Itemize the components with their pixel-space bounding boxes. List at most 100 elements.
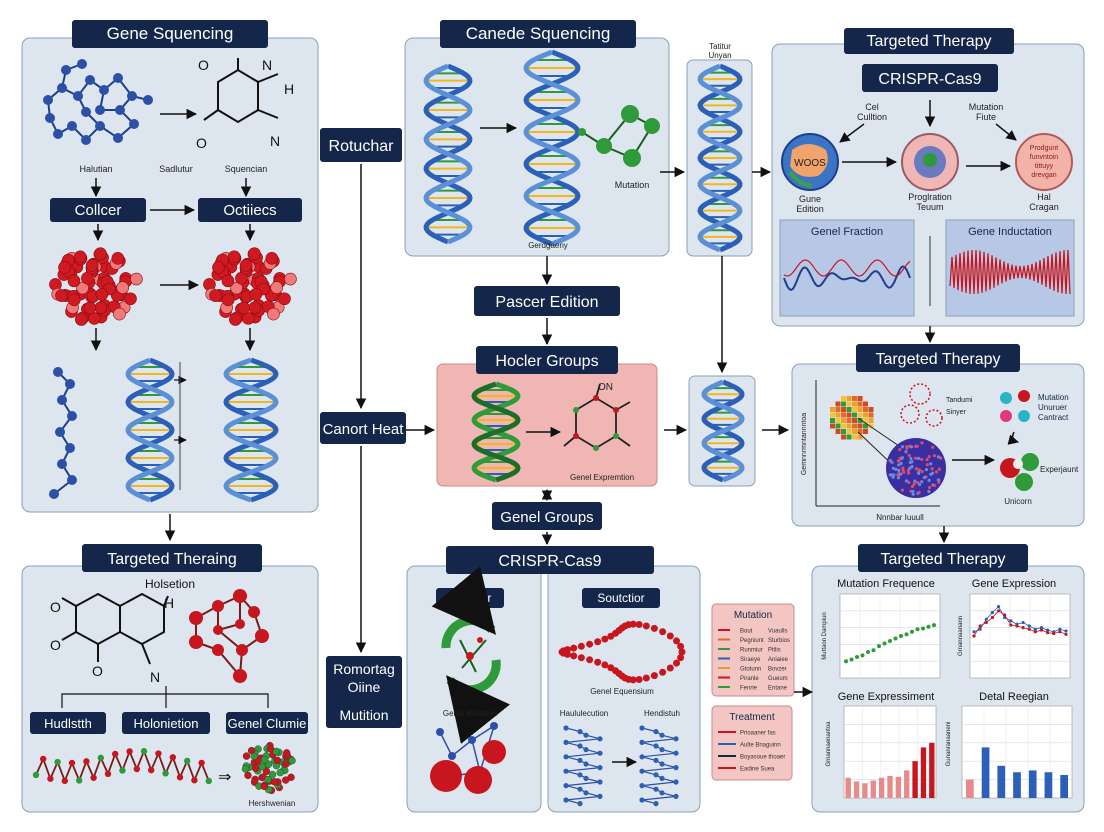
cluster-dot [930, 467, 934, 471]
experiment-molecule [1000, 453, 1039, 491]
cluster-dot [900, 488, 904, 492]
mosaic-cell [830, 423, 835, 429]
mutation-row-label: Gtotunn [740, 667, 761, 673]
chain-bead [577, 654, 585, 662]
cluster-dot [914, 467, 919, 471]
legend-unuruer: Unuruer [1038, 403, 1067, 412]
gene-sequencing-title-box [72, 20, 268, 48]
red-protein-chain [558, 620, 686, 684]
red-protein-left [49, 247, 143, 326]
chain-atom [673, 765, 679, 771]
chain-atom [597, 779, 603, 785]
cluster-dot [927, 485, 932, 490]
series-line [973, 605, 1067, 633]
on-label: ON [598, 382, 613, 393]
chain-bead [650, 672, 658, 680]
protein-bead [111, 252, 125, 265]
atom-n-2: N [270, 133, 280, 149]
protein-bead [94, 247, 107, 260]
cluster-dot [911, 492, 915, 496]
mosaic-cell [863, 407, 868, 412]
remote-line-2: Oiine [348, 679, 381, 695]
chain-atom [563, 797, 569, 803]
dna-strand [223, 357, 279, 503]
protein-bead [116, 281, 129, 294]
cluster-dot [927, 454, 931, 459]
scatter-point [904, 632, 909, 637]
cluster-dot [920, 457, 924, 462]
mosaic-cell [841, 429, 846, 434]
scatter-point [877, 644, 881, 649]
mosaic-cell [863, 412, 868, 418]
mutation-row-value: Aniaiee [768, 657, 789, 663]
cluster-dot [913, 456, 918, 460]
treatment-row-label: Eadine Suea [740, 767, 775, 773]
holonietion-label: Holonietion [133, 716, 198, 731]
chain-atom [639, 754, 645, 760]
protein-bead [58, 261, 71, 274]
scatter-point [882, 641, 887, 646]
chain-bead [607, 664, 615, 672]
mosaic-cell [863, 423, 868, 429]
mosaic-cell [846, 418, 852, 423]
atom-n-1: N [262, 57, 272, 73]
legend-mutation: Mutation [1038, 393, 1069, 402]
mosaic-cell [835, 407, 841, 412]
chain-bead [635, 675, 643, 683]
gene-expression-chart [969, 593, 1071, 679]
gerdgaeny-label: Gerdgaeny [528, 241, 568, 250]
mutation-row-label: Siraeye [740, 657, 761, 663]
chain-atom [583, 732, 589, 738]
scatter-point [921, 626, 925, 631]
cluster-dot [907, 453, 911, 457]
mosaic-cell [868, 418, 874, 423]
pascer-label: Pascer Edition [495, 294, 598, 311]
protein-bead [55, 289, 68, 302]
culltion-label: Culltion [857, 112, 887, 122]
canort-heat-label: Canort Heat [323, 421, 405, 438]
edition-label: Edition [796, 204, 824, 214]
targeted-left-title: Targeted Theraing [107, 551, 237, 568]
gene-fraction-label: Genel Fraction [811, 226, 883, 238]
chain-bond [565, 727, 601, 805]
chain-atom [653, 772, 659, 778]
chain-atom [140, 748, 148, 755]
scatter-point [915, 627, 920, 632]
chart2-title: Gene Expression [972, 578, 1056, 590]
chain-atom [653, 801, 659, 807]
mosaic-cell [841, 412, 846, 418]
chain-atom [563, 725, 569, 731]
crispr-bottom-title: CRISPR-Cas9 [498, 553, 601, 570]
chain-atom [577, 757, 583, 764]
experiment-label: Experjaunt [1040, 465, 1079, 474]
mosaic-cell [857, 407, 863, 412]
chain-atom [653, 757, 659, 764]
soutctior-label: Soutctior [597, 591, 644, 605]
chain-atom [563, 739, 569, 746]
protein-bead [221, 293, 235, 307]
treatment-box-title: Treatment [729, 712, 774, 723]
tandumi-label: Tandumi [946, 397, 973, 404]
chain-bead [635, 621, 643, 629]
sadlutur-label: Sadlutur [159, 164, 193, 174]
gene-expression-label: Genel Expremtion [570, 473, 634, 482]
gene-induction-label: Gene Inductation [968, 226, 1052, 238]
red-protein-right [203, 247, 297, 326]
cluster-dot [898, 472, 903, 476]
cluster-dot [888, 458, 892, 463]
atom-o-3: O [50, 599, 61, 615]
remote-line-1: Romortag [333, 661, 394, 677]
hudlstth-label: Hudlstth [44, 716, 92, 731]
hocler-groups-panel [436, 363, 658, 487]
hocler-box [476, 346, 618, 374]
circle3-text-1: Prodgunt [1030, 145, 1058, 152]
mosaic-cell [857, 401, 863, 407]
chain-atom [68, 759, 76, 767]
hocler-chemical-atoms [573, 407, 619, 451]
chain-atom [198, 759, 205, 767]
bar [845, 777, 851, 798]
chain-atom [673, 793, 679, 800]
bar [1060, 775, 1068, 798]
cluster-dot [909, 456, 913, 461]
chart4-title: Detal Reegian [979, 691, 1049, 703]
